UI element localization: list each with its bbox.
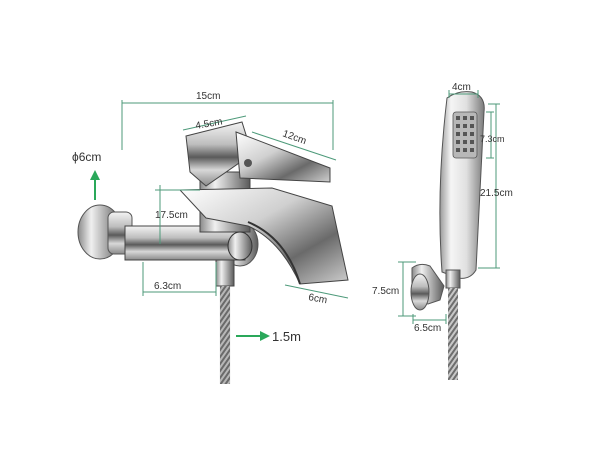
hose-outlet: [215, 259, 235, 287]
arm-length-label: 6.3cm: [154, 281, 181, 292]
waterfall-spout: [178, 187, 349, 285]
lever-logo-dot: [244, 159, 252, 167]
head-face-label: 7.3cm: [480, 134, 505, 144]
faucet-dimensions: [121, 100, 349, 299]
handle-length-label: 21.5cm: [480, 188, 513, 199]
lever-handle: [185, 121, 253, 187]
pipe-diameter-label: ϕ6cm: [72, 150, 101, 164]
lever-length-label: 12cm: [281, 128, 308, 147]
shower-handle-base: [445, 269, 461, 289]
shower-nozzle-grid: [456, 116, 474, 152]
shower-dimensions: [398, 90, 500, 324]
height-label: 17.5cm: [155, 210, 188, 221]
lever-handle-front: [235, 131, 331, 183]
up-arrow-icon: [90, 170, 100, 200]
hand-shower-illustration: [410, 91, 485, 380]
spout-width-label: 6cm: [307, 292, 328, 306]
head-width-label: 4cm: [452, 82, 471, 93]
holder-height-label: 7.5cm: [372, 286, 399, 297]
holder-width-label: 6.5cm: [414, 323, 441, 334]
holder-mount: [410, 273, 430, 311]
spout-edge: [247, 221, 301, 285]
diverter-knob: [227, 231, 253, 261]
lever-width-label: 4.5cm: [195, 116, 224, 132]
width-label: 15cm: [196, 91, 220, 102]
right-arrow-icon: [236, 331, 270, 341]
faucet-illustration: [77, 121, 349, 384]
hose-length-label: 1.5m: [272, 329, 301, 344]
